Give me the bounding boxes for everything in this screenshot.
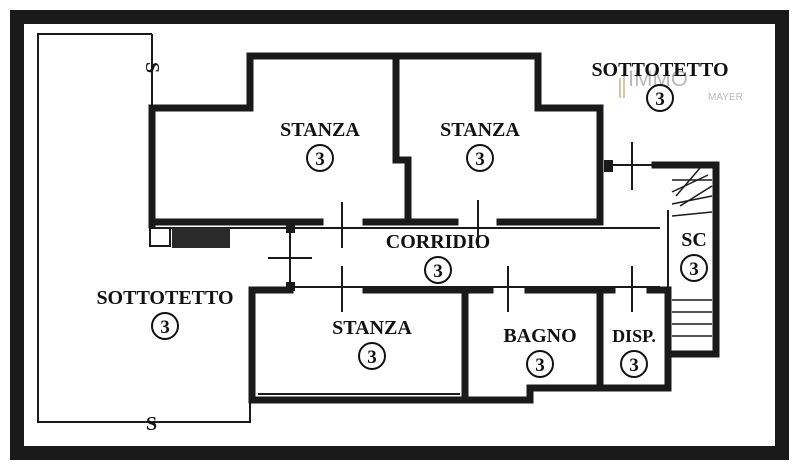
room-label: BAGNO [503, 325, 576, 347]
chimney-square [149, 227, 171, 247]
room-bagno: BAGNO 3 [503, 325, 577, 378]
room-label: CORRIDIO [386, 231, 490, 253]
room-label: STANZA [332, 317, 412, 339]
wall-lower-west [248, 286, 469, 404]
room-number: 3 [475, 149, 485, 170]
outer-wall [10, 10, 789, 460]
chimney-block [172, 228, 230, 248]
room-number: 3 [535, 355, 545, 376]
room-scale: SC 3 [680, 229, 708, 282]
wall-stair [651, 161, 720, 358]
stair-steps [671, 167, 713, 337]
room-label: SOTTOTETTO [591, 59, 728, 81]
room-number: 3 [689, 259, 699, 280]
room-sottotetto-top: SOTTOTETTO 3 [591, 59, 729, 112]
room-number-circle [526, 350, 554, 378]
room-label: SC [681, 229, 707, 251]
room-corridoio: CORRIDIO 3 [386, 231, 490, 284]
room-number: 3 [655, 89, 665, 110]
room-number: 3 [315, 149, 325, 170]
room-number-circle [424, 256, 452, 284]
room-number-circle [358, 342, 386, 370]
watermark-brand: IMMO [628, 66, 688, 91]
room-number-circle [680, 254, 708, 282]
room-disp: DISP. 3 [612, 326, 656, 378]
watermark-sub: MAYER [708, 92, 743, 103]
section-mark-top: S [141, 62, 163, 73]
room-number-circle [646, 84, 674, 112]
door-marks [268, 142, 660, 312]
room-number-circle [466, 144, 494, 172]
room-number-circle [306, 144, 334, 172]
room-label: STANZA [440, 119, 520, 141]
room-number: 3 [367, 347, 377, 368]
wall-lower-bottom [461, 286, 672, 404]
room-sottotetto-left: SOTTOTETTO 3 [96, 287, 234, 340]
room-label: STANZA [280, 119, 360, 141]
room-number-circle [151, 312, 179, 340]
room-label: DISP. [612, 326, 656, 346]
room-stanza-right: STANZA 3 [440, 119, 520, 172]
watermark: IMMO MAYER [619, 66, 743, 103]
room-stanza-bottom: STANZA 3 [332, 317, 412, 370]
sottotetto-boundary [37, 33, 251, 423]
room-number: 3 [160, 317, 170, 338]
watermark-logo-icon [619, 72, 625, 98]
room-number-circle [620, 350, 648, 378]
room-stanza-left: STANZA 3 [280, 119, 360, 172]
wall-stanza-right [392, 52, 604, 224]
room-number: 3 [629, 355, 639, 376]
room-number: 3 [433, 261, 443, 282]
section-mark-bottom: S [146, 413, 157, 435]
room-label: SOTTOTETTO [96, 287, 233, 309]
